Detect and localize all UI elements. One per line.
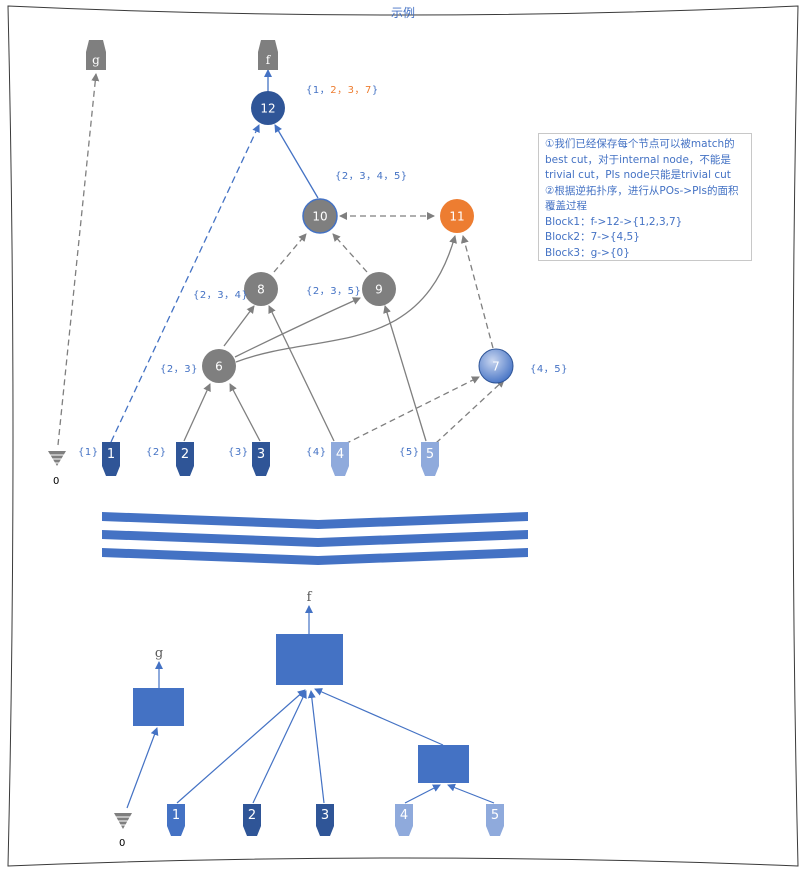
node-9: 9 (362, 272, 396, 306)
cut-label-input-2: {2} (146, 447, 167, 458)
node-8: 8 (244, 272, 278, 306)
bottom-block-g (133, 688, 184, 726)
input-4-label: 4 (336, 447, 344, 462)
explanation-note: ①我们已经保存每个节点可以被match的best cut，对于internal … (538, 133, 752, 261)
input-4: 4 (331, 442, 349, 476)
input-3-label: 3 (257, 447, 265, 462)
edge-const0-g (57, 73, 100, 446)
input-5: 5 (421, 442, 439, 476)
output-g-label: g (92, 53, 100, 67)
cut-label-12-suffix: } (371, 85, 379, 96)
edge-8-10 (273, 233, 307, 273)
bottom-input-3-label: 3 (321, 808, 329, 823)
bottom-input-4-label: 4 (400, 808, 408, 823)
cut-label-input-4: {4} (306, 447, 327, 458)
output-f: f (258, 40, 278, 70)
bottom-block-7 (418, 745, 469, 783)
node-8-label: 8 (257, 283, 265, 297)
input-2-label: 2 (181, 447, 189, 462)
cut-label-12: {1，2，3，7} (306, 81, 379, 96)
node-11: 11 (440, 199, 474, 233)
node-6-label: 6 (215, 360, 223, 374)
separator-zigzag (102, 512, 528, 565)
const-zero-label: 0 (53, 476, 60, 487)
node-12: 12 (251, 91, 285, 125)
note-line-2: ②根据逆拓扑序，进行从POs->PIs的面积覆盖过程 (545, 184, 739, 213)
input-1: 1 (102, 442, 120, 476)
bottom-input-5: 5 (486, 804, 504, 836)
bottom-block-f (276, 634, 343, 685)
node-11-label: 11 (449, 210, 464, 224)
node-7-label: 7 (492, 360, 500, 374)
cut-label-12-prefix: {1， (306, 85, 331, 96)
edge-3-6 (229, 383, 261, 442)
node-6: 6 (202, 349, 236, 383)
cut-label-9: {2，3，5} (306, 286, 362, 297)
edge-1-12 (110, 124, 260, 443)
edge-2-6 (183, 383, 211, 442)
input-3: 3 (252, 442, 270, 476)
page-title: 示例 (390, 6, 415, 20)
bottom-output-f-label: f (307, 590, 313, 605)
bottom-edge-4-7block (404, 784, 441, 804)
node-10-label: 10 (312, 210, 327, 224)
bottom-input-2-label: 2 (248, 808, 256, 823)
input-1-label: 1 (107, 447, 115, 462)
bottom-const-zero-label: 0 (119, 838, 126, 849)
note-block-3: Block3：g->{0} (545, 246, 630, 259)
bottom-edge-5-7block (447, 783, 495, 804)
cut-label-input-5: {5} (399, 447, 420, 458)
node-7: 7 (478, 348, 514, 384)
note-line-1: ①我们已经保存每个节点可以被match的best cut，对于internal … (545, 138, 735, 181)
note-block-2: Block2：7->{4,5} (545, 231, 640, 243)
node-12-label: 12 (260, 102, 275, 116)
cut-label-input-3: {3} (228, 447, 249, 458)
bottom-edge-1-fblock (176, 689, 306, 804)
bottom-output-g-label: g (155, 646, 163, 661)
bottom-edge-2-fblock (252, 690, 307, 804)
edge-5-9 (383, 305, 427, 442)
bottom-input-3: 3 (316, 804, 334, 836)
input-5-label: 5 (426, 447, 434, 462)
edge-6-8 (223, 305, 255, 347)
bottom-input-2: 2 (243, 804, 261, 836)
frame-border (7, 5, 799, 867)
edge-6-11 (235, 235, 457, 363)
bottom-input-1: 1 (167, 804, 185, 836)
output-g: g (86, 40, 106, 70)
node-9-label: 9 (375, 283, 383, 297)
bottom-input-4: 4 (395, 804, 413, 836)
bottom-input-5-label: 5 (491, 808, 499, 823)
cut-label-10: {2，3，4，5} (335, 171, 408, 182)
cut-label-input-1: {1} (78, 447, 99, 458)
cut-label-7: {4，5} (530, 364, 568, 375)
bottom-edge-const0-gblock (126, 727, 159, 809)
edge-7-11 (460, 235, 494, 349)
edge-6-9 (234, 297, 361, 358)
note-block-1: Block1：f->12->{1,2,3,7} (545, 215, 683, 228)
node-10: 10 (302, 198, 338, 234)
edge-10-12 (274, 124, 319, 199)
bottom-edge-3-fblock (307, 690, 325, 804)
output-f-label: f (266, 53, 272, 67)
input-2: 2 (176, 442, 194, 476)
cut-label-12-orange: 2，3，7 (330, 85, 372, 96)
const-zero-ground (48, 451, 66, 466)
edge-4-7 (344, 376, 480, 445)
bottom-input-1-label: 1 (172, 808, 180, 823)
bottom-const-zero-ground (114, 813, 132, 829)
bottom-edge-7block-fblock (314, 688, 444, 746)
edge-4-8 (268, 305, 335, 442)
edge-5-7 (435, 379, 505, 444)
cut-label-8: {2，3，4} (193, 290, 249, 301)
cut-label-6: {2，3} (160, 364, 198, 375)
edge-9-10 (332, 233, 368, 273)
